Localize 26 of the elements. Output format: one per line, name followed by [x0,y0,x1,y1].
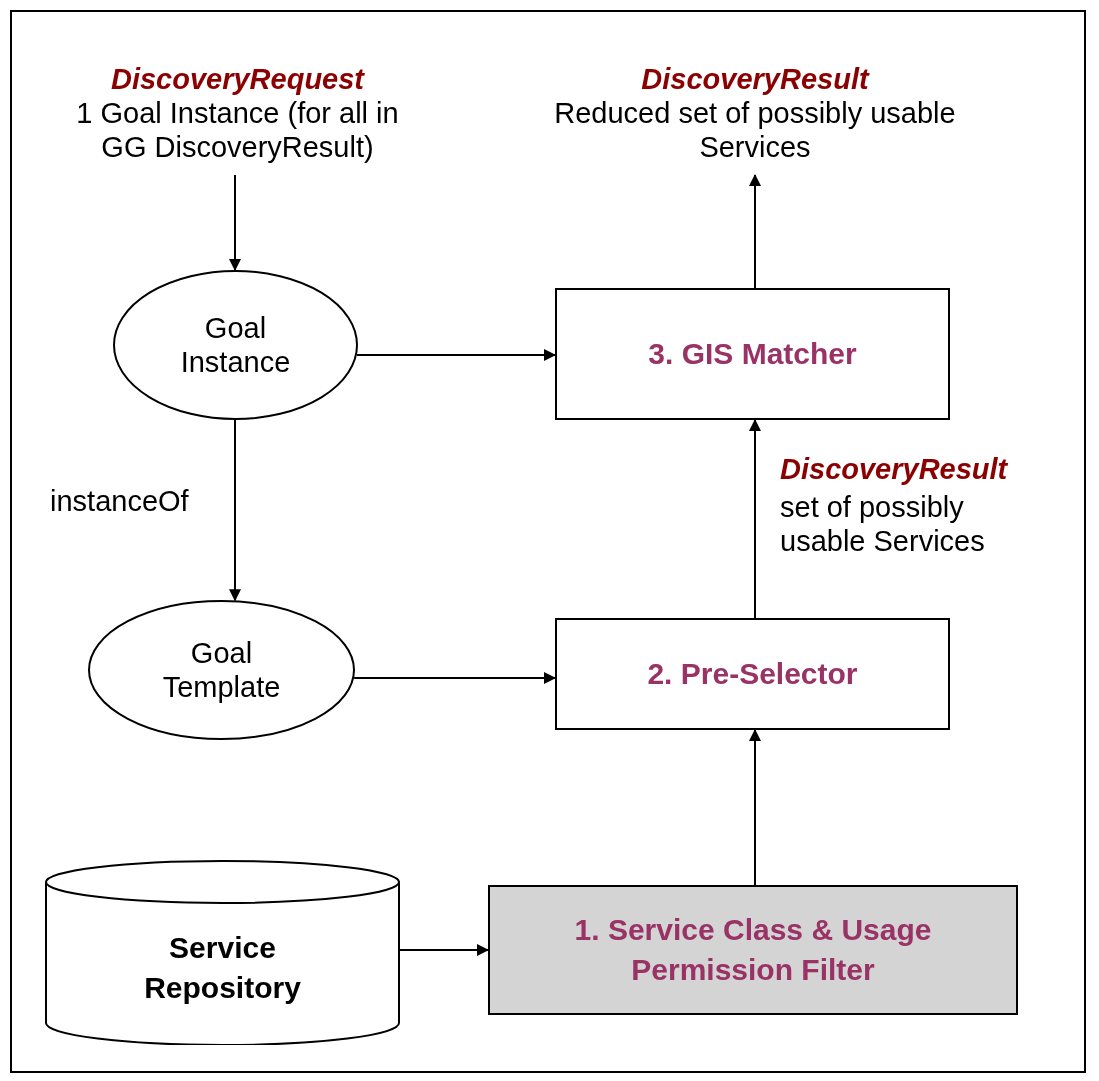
arrow [749,174,761,289]
arrow [749,729,761,886]
node-label: 3. GIS Matcher [648,336,857,372]
result-heading: DiscoveryResult [780,452,1008,486]
node-label: 2. Pre-Selector [647,656,858,692]
arrow [229,419,241,602]
repository-cylinder [45,860,400,1045]
arrow [749,419,761,619]
ellipse-node [88,600,355,740]
arrow [355,349,556,361]
process-box [555,618,950,730]
filter-box [488,885,1018,1015]
arrow [399,944,489,956]
arrow [229,174,241,271]
message-description: Reduced set of possibly usable Services [553,95,957,164]
node-label: Goal Template [161,636,282,704]
node-label: 1. Service Class & Usage Permission Filter [573,912,933,988]
process-box [555,288,950,420]
message-description: 1 Goal Instance (for all in GG DiscoveryResult) [75,95,400,164]
node-label: Service Repository [143,929,302,1006]
message-heading: DiscoveryRequest [109,61,366,96]
arrow [353,672,556,684]
message-heading: DiscoveryResult [640,61,871,96]
ellipse-node [113,270,358,420]
result-description: set of possibly usable Services [780,490,986,558]
node-label: Goal Instance [179,311,292,379]
